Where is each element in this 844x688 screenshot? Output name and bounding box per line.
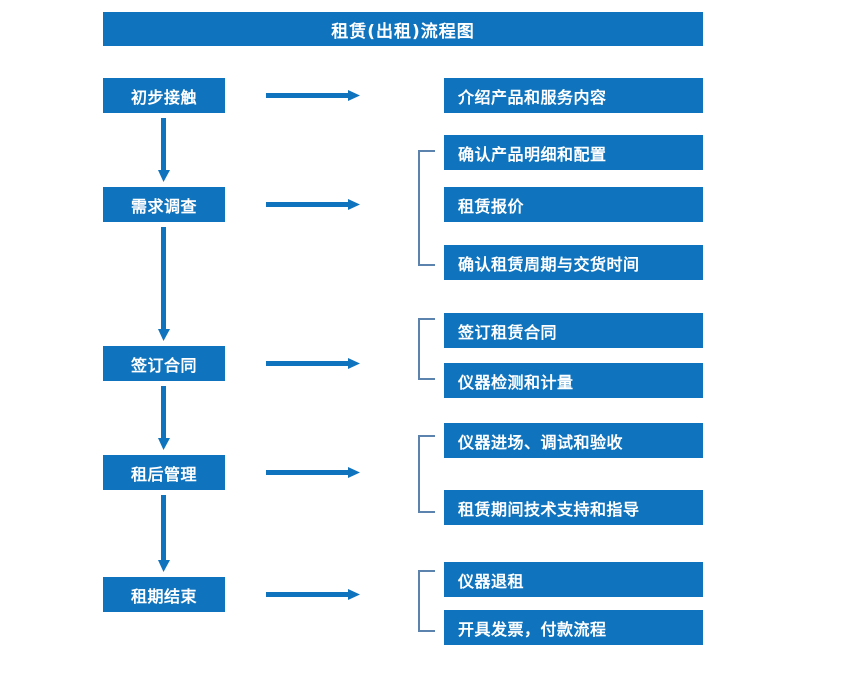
stage-box-3[interactable]: 签订合同: [103, 346, 225, 381]
details-group-4-item-2[interactable]: 租赁期间技术支持和指导: [444, 490, 703, 525]
details-group-2-item-2[interactable]: 租赁报价: [444, 187, 703, 222]
stage-label: 需求调查: [130, 196, 197, 216]
arrow-stage-1-to-details-icon: [266, 88, 360, 102]
arrow-stage-4-to-stage-5-icon: [157, 495, 171, 572]
detail-label: 介绍产品和服务内容: [458, 87, 607, 107]
arrow-stage-4-to-details-icon: [266, 465, 360, 479]
stage-label: 初步接触: [130, 87, 197, 107]
details-group-4-item-1[interactable]: 仪器进场、调试和验收: [444, 423, 703, 458]
arrow-stage-3-to-stage-4-icon: [157, 386, 171, 450]
detail-label: 仪器进场、调试和验收: [458, 432, 624, 452]
details-group-3-item-2[interactable]: 仪器检测和计量: [444, 363, 703, 398]
detail-label: 租赁报价: [458, 196, 525, 216]
details-group-5-item-1[interactable]: 仪器退租: [444, 562, 703, 597]
details-group-4-bracket: [418, 435, 435, 513]
detail-label: 开具发票，付款流程: [458, 619, 607, 639]
details-group-1-item-1[interactable]: 介绍产品和服务内容: [444, 78, 703, 113]
stage-box-4[interactable]: 租后管理: [103, 455, 225, 490]
arrow-stage-2-to-stage-3-icon: [157, 227, 171, 341]
detail-label: 确认租赁周期与交货时间: [458, 254, 640, 274]
stage-label: 签订合同: [130, 355, 197, 375]
stage-label: 租后管理: [130, 464, 197, 484]
page-title: 租赁(出租)流程图: [103, 12, 703, 46]
detail-label: 租赁期间技术支持和指导: [458, 499, 640, 519]
details-group-5-item-2[interactable]: 开具发票，付款流程: [444, 610, 703, 645]
detail-label: 签订租赁合同: [458, 322, 558, 342]
arrow-stage-1-to-stage-2-icon: [157, 118, 171, 182]
details-group-2-item-1[interactable]: 确认产品明细和配置: [444, 135, 703, 170]
details-group-5-bracket: [418, 570, 435, 632]
details-group-2-item-3[interactable]: 确认租赁周期与交货时间: [444, 245, 703, 280]
stage-box-2[interactable]: 需求调查: [103, 187, 225, 222]
details-group-3-item-1[interactable]: 签订租赁合同: [444, 313, 703, 348]
stage-label: 租期结束: [130, 586, 197, 606]
detail-label: 确认产品明细和配置: [458, 144, 607, 164]
arrow-stage-2-to-details-icon: [266, 197, 360, 211]
stage-box-1[interactable]: 初步接触: [103, 78, 225, 113]
arrow-stage-3-to-details-icon: [266, 356, 360, 370]
detail-label: 仪器退租: [458, 571, 525, 591]
details-group-3-bracket: [418, 318, 435, 380]
details-group-2-bracket: [418, 150, 435, 266]
detail-label: 仪器检测和计量: [458, 372, 574, 392]
stage-box-5[interactable]: 租期结束: [103, 577, 225, 612]
arrow-stage-5-to-details-icon: [266, 587, 360, 601]
